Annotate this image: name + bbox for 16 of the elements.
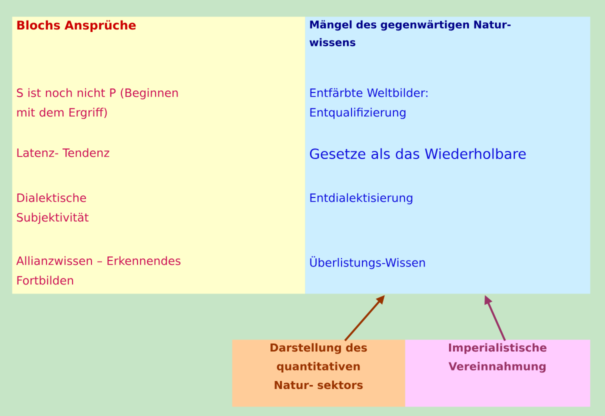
label-box xyxy=(232,340,406,407)
box-text: Latenz- Tendenz xyxy=(17,148,110,158)
heading: Mängel des gegenwärtigen Natur- wissens xyxy=(310,20,511,46)
box-text: Überlistungs-Wissen xyxy=(310,256,425,270)
label-box xyxy=(405,340,590,407)
column-panel xyxy=(12,16,306,294)
box-text: Allianzwissen – Erkennendes Fortbilden xyxy=(16,256,180,285)
heading: Blochs Ansprüche xyxy=(17,20,136,32)
box-text: Imperialistische Vereinnahmung xyxy=(448,343,546,373)
box-text: Dialektische Subjektivität xyxy=(16,193,89,224)
box-text: Entfärbte Weltbilder: Entqualifizierung xyxy=(310,88,428,119)
column-panel xyxy=(305,16,590,294)
box-text: Darstellung des quantitativen Natur- sektors xyxy=(270,343,367,390)
box-text: Entdialektisierung xyxy=(310,193,412,204)
box-text: S ist noch nicht P (Beginnen mit dem Ergriff) xyxy=(16,88,178,119)
box-text: Gesetze als das Wiederholbare xyxy=(310,148,526,160)
